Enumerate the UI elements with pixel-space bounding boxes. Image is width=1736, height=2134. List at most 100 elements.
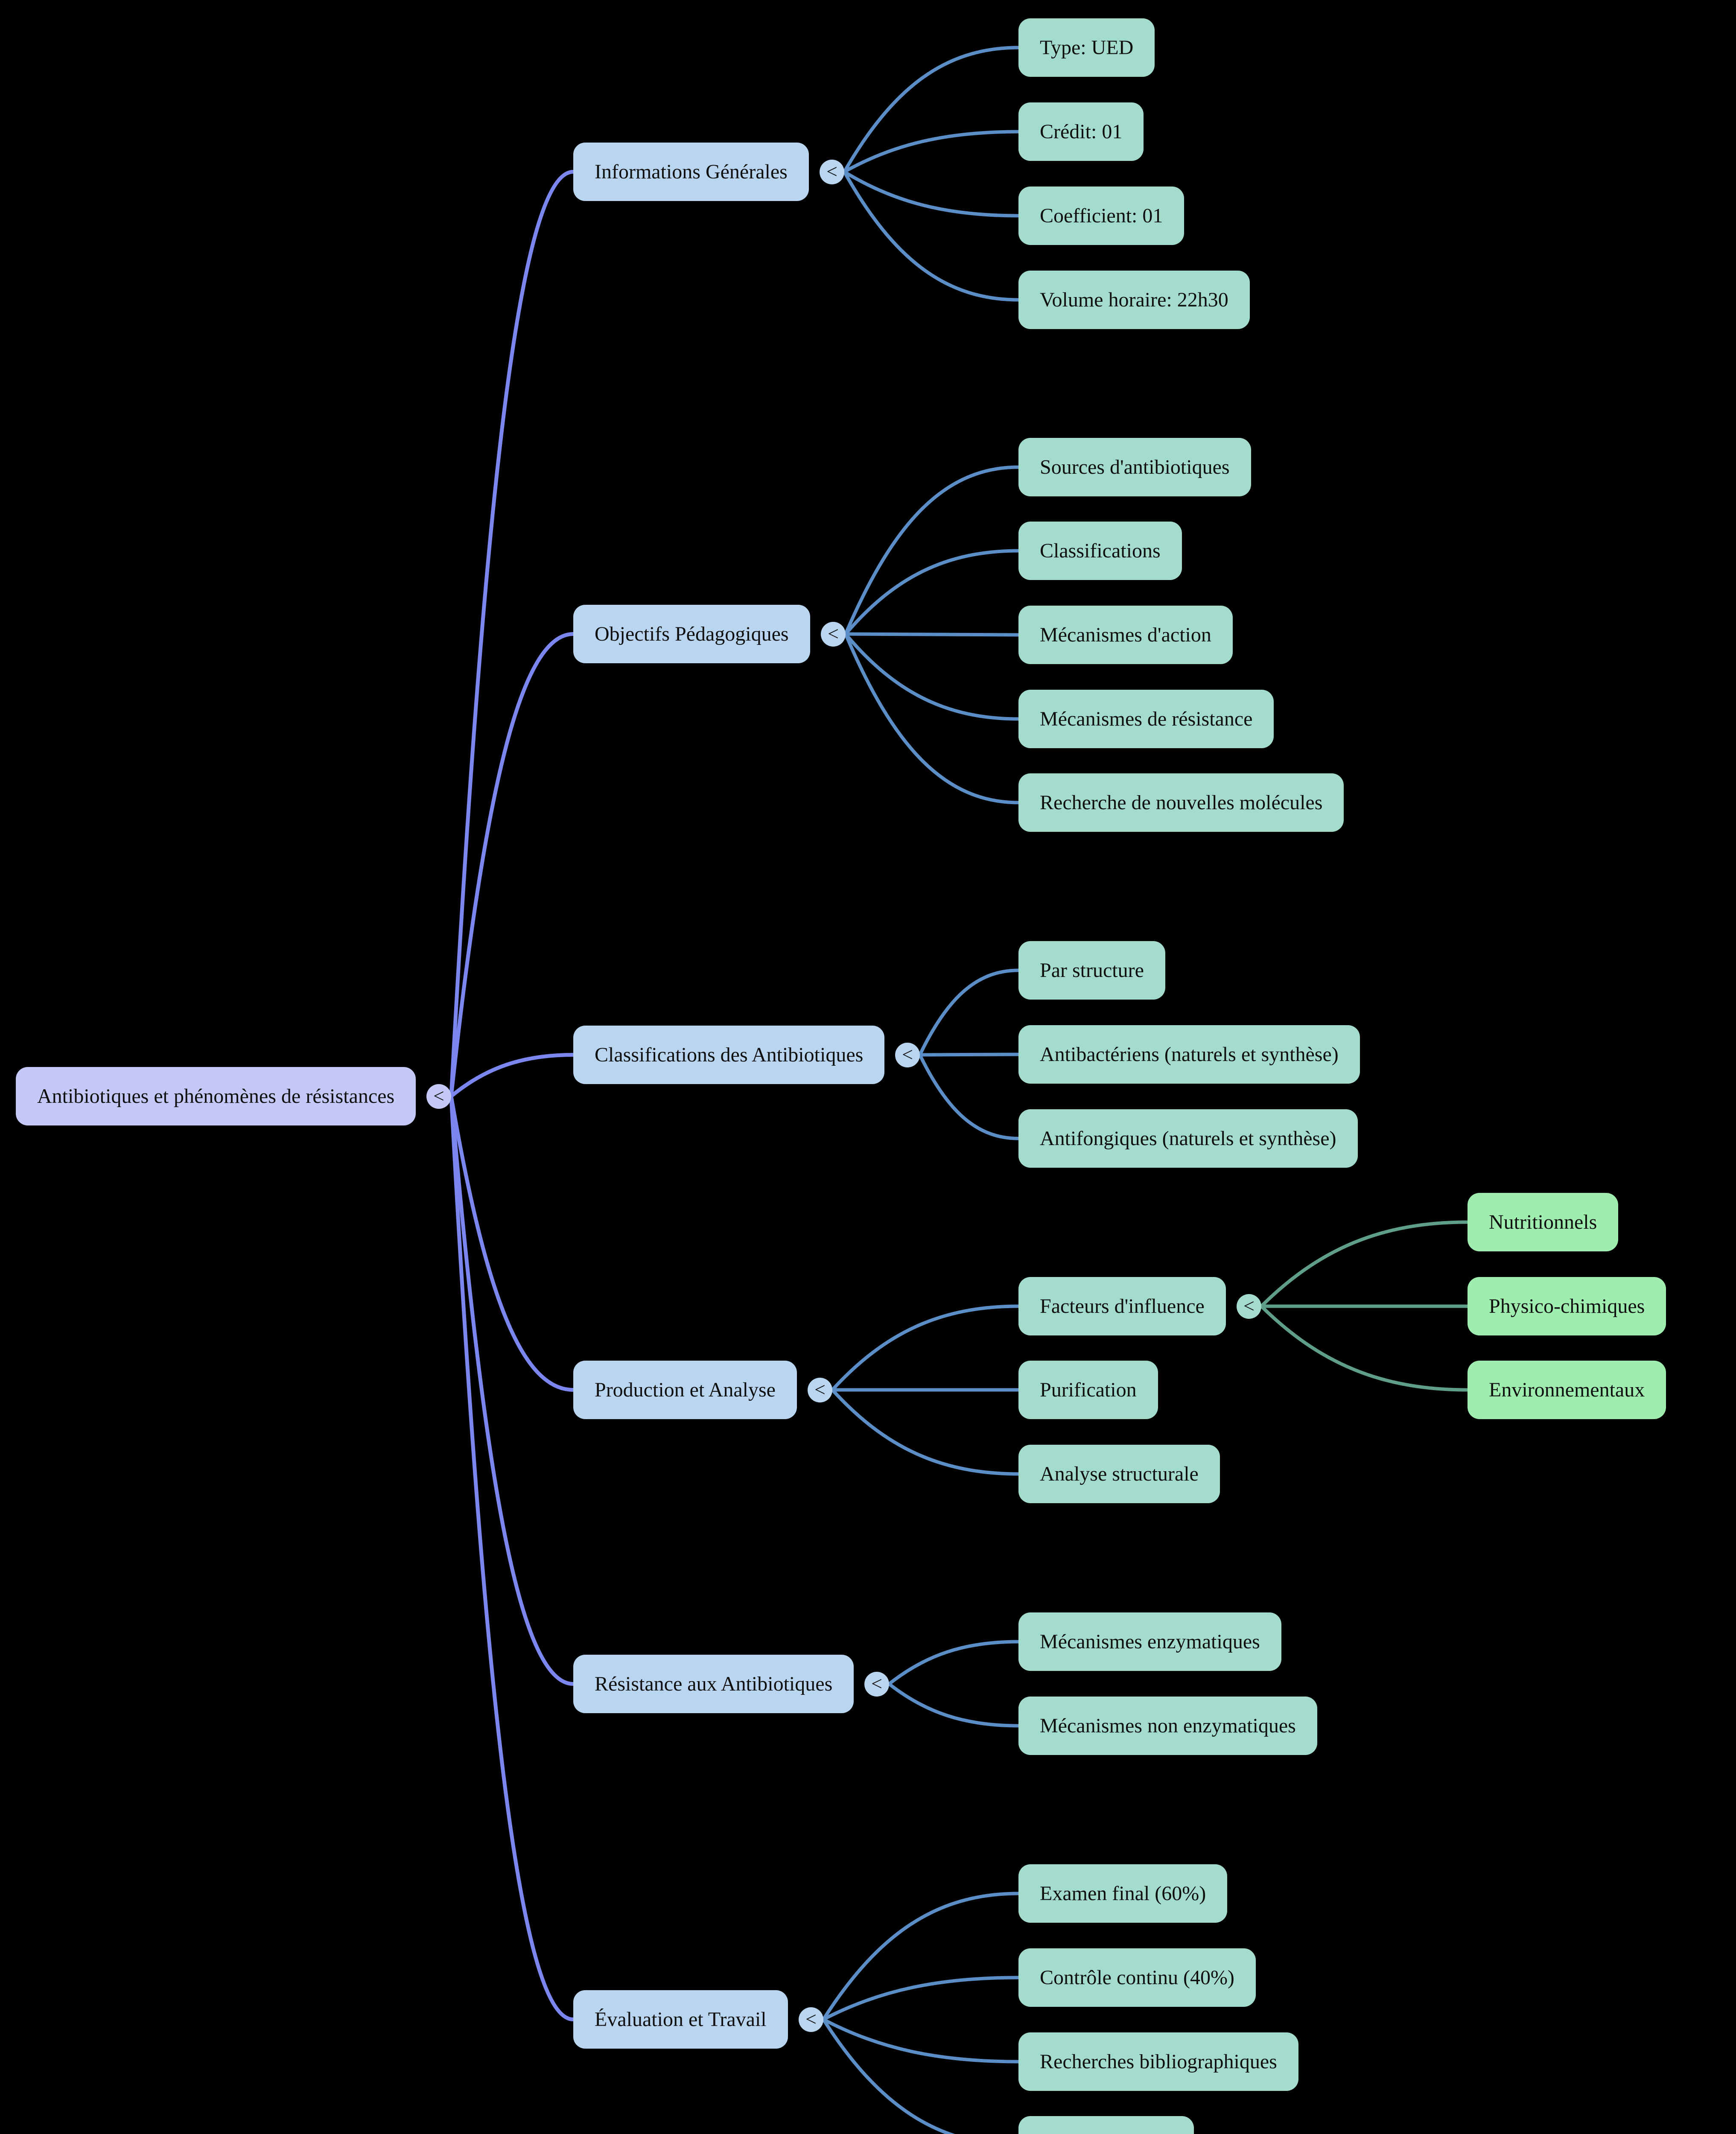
node-classifab[interactable]: Classifications des Antibiotiques: [573, 1026, 885, 1084]
node-label: Mécanismes non enzymatiques: [1040, 1714, 1296, 1737]
node-comptes[interactable]: Comptes rendus: [1018, 2116, 1194, 2134]
collapse-chevron-icon: <: [1243, 1294, 1255, 1317]
collapse-toggle-facteurs[interactable]: <: [1237, 1294, 1261, 1319]
edge-info-volume: [843, 170, 1020, 302]
node-sources[interactable]: Sources d'antibiotiques: [1018, 438, 1251, 496]
node-parstruct[interactable]: Par structure: [1018, 941, 1165, 1000]
node-label: Classifications des Antibiotiques: [595, 1044, 864, 1066]
node-label: Crédit: 01: [1040, 120, 1123, 143]
edge-objectifs-mecresist: [844, 632, 1020, 721]
node-info[interactable]: Informations Générales: [573, 143, 809, 201]
node-label: Purification: [1040, 1379, 1137, 1401]
node-label: Contrôle continu (40%): [1040, 1966, 1234, 1989]
edge-resistance-nonenzym: [887, 1682, 1020, 1728]
edge-facteurs-nutritionnels: [1260, 1220, 1469, 1308]
node-volume[interactable]: Volume horaire: 22h30: [1018, 271, 1250, 329]
node-antibact[interactable]: Antibactériens (naturels et synthèse): [1018, 1025, 1360, 1084]
edge-evaluation-examen: [822, 1892, 1020, 2021]
edge-evaluation-recherches: [822, 2017, 1020, 2064]
edge-root-info: [449, 170, 575, 1098]
edge-objectifs-sources: [844, 465, 1020, 636]
node-label: Antibactériens (naturels et synthèse): [1040, 1043, 1339, 1066]
node-label: Sources d'antibiotiques: [1040, 456, 1230, 478]
edge-info-type: [843, 46, 1020, 174]
edge-resistance-enzym: [887, 1640, 1020, 1686]
node-label: Informations Générales: [595, 160, 788, 183]
collapse-toggle-production[interactable]: <: [808, 1377, 832, 1402]
node-resistance[interactable]: Résistance aux Antibiotiques: [573, 1655, 854, 1713]
node-controle[interactable]: Contrôle continu (40%): [1018, 1948, 1256, 2007]
node-label: Recherche de nouvelles molécules: [1040, 791, 1323, 814]
edge-objectifs-mecaction: [844, 632, 1020, 637]
node-purification[interactable]: Purification: [1018, 1361, 1158, 1419]
node-label: Résistance aux Antibiotiques: [595, 1673, 833, 1695]
node-label: Coefficient: 01: [1040, 204, 1163, 227]
node-mecresist[interactable]: Mécanismes de résistance: [1018, 690, 1274, 748]
node-recherche[interactable]: Recherche de nouvelles molécules: [1018, 773, 1344, 832]
node-environnementaux[interactable]: Environnementaux: [1468, 1361, 1666, 1419]
node-examen[interactable]: Examen final (60%): [1018, 1864, 1228, 1923]
node-production[interactable]: Production et Analyse: [573, 1361, 797, 1419]
edge-evaluation-controle: [822, 1976, 1020, 2021]
node-objectifs[interactable]: Objectifs Pédagogiques: [573, 605, 810, 663]
node-label: Évaluation et Travail: [595, 2008, 767, 2031]
edge-root-resistance: [449, 1094, 575, 1686]
collapse-toggle-info[interactable]: <: [820, 159, 844, 184]
node-facteurs[interactable]: Facteurs d'influence: [1018, 1277, 1226, 1335]
node-label: Recherches bibliographiques: [1040, 2050, 1277, 2073]
node-label: Antibiotiques et phénomènes de résistanc…: [37, 1085, 395, 1108]
node-classifications[interactable]: Classifications: [1018, 522, 1182, 580]
node-recherches[interactable]: Recherches bibliographiques: [1018, 2032, 1298, 2091]
node-nonenzym[interactable]: Mécanismes non enzymatiques: [1018, 1697, 1317, 1755]
edge-root-evaluation: [449, 1094, 575, 2021]
node-coeff[interactable]: Coefficient: 01: [1018, 187, 1185, 245]
edge-root-classifab: [449, 1053, 575, 1098]
node-nutritionnels[interactable]: Nutritionnels: [1468, 1193, 1619, 1251]
node-label: Production et Analyse: [595, 1379, 776, 1401]
collapse-chevron-icon: <: [828, 622, 839, 644]
node-label: Mécanismes enzymatiques: [1040, 1630, 1260, 1653]
node-label: Analyse structurale: [1040, 1463, 1199, 1485]
node-label: Volume horaire: 22h30: [1040, 289, 1228, 311]
collapse-toggle-evaluation[interactable]: <: [799, 2007, 823, 2032]
edge-facteurs-environnementaux: [1260, 1304, 1469, 1392]
node-mecaction[interactable]: Mécanismes d'action: [1018, 606, 1233, 664]
edge-classifab-antifong: [918, 1053, 1020, 1140]
node-type[interactable]: Type: UED: [1018, 18, 1155, 77]
node-enzym[interactable]: Mécanismes enzymatiques: [1018, 1612, 1281, 1671]
edge-evaluation-comptes: [822, 2017, 955, 2134]
node-label: Type: UED: [1040, 36, 1134, 59]
edge-objectifs-recherche: [844, 632, 1020, 805]
collapse-chevron-icon: <: [433, 1084, 444, 1107]
edge-objectifs-classifications: [844, 549, 1020, 636]
node-label: Environnementaux: [1489, 1379, 1645, 1401]
node-label: Comptes rendus: [1040, 2116, 1173, 2134]
node-label: Mécanismes d'action: [1040, 624, 1211, 646]
node-label: Antifongiques (naturels et synthèse): [1040, 1127, 1336, 1150]
edge-root-objectifs: [449, 632, 575, 1098]
collapse-toggle-resistance[interactable]: <: [864, 1671, 889, 1697]
collapse-chevron-icon: <: [805, 2008, 817, 2030]
edge-production-facteurs: [831, 1304, 1020, 1392]
node-evaluation[interactable]: Évaluation et Travail: [573, 1990, 788, 2049]
node-credit[interactable]: Crédit: 01: [1018, 102, 1144, 161]
collapse-toggle-classifab[interactable]: <: [895, 1042, 920, 1067]
node-label: Par structure: [1040, 959, 1144, 982]
node-label: Classifications: [1040, 539, 1161, 562]
collapse-toggle-root[interactable]: <: [426, 1084, 451, 1109]
node-label: Nutritionnels: [1489, 1211, 1597, 1233]
edge-info-coeff: [843, 170, 1020, 218]
node-label: Mécanismes de résistance: [1040, 708, 1253, 730]
node-physico[interactable]: Physico-chimiques: [1468, 1277, 1666, 1335]
collapse-chevron-icon: <: [826, 160, 837, 182]
node-label: Physico-chimiques: [1489, 1295, 1645, 1318]
node-root[interactable]: Antibiotiques et phénomènes de résistanc…: [16, 1067, 416, 1125]
edge-production-analyse: [831, 1388, 1020, 1476]
collapse-chevron-icon: <: [871, 1672, 882, 1694]
node-label: Facteurs d'influence: [1040, 1295, 1205, 1318]
node-antifong[interactable]: Antifongiques (naturels et synthèse): [1018, 1109, 1358, 1168]
node-analyse[interactable]: Analyse structurale: [1018, 1445, 1220, 1503]
collapse-chevron-icon: <: [814, 1378, 826, 1400]
collapse-toggle-objectifs[interactable]: <: [821, 621, 846, 647]
